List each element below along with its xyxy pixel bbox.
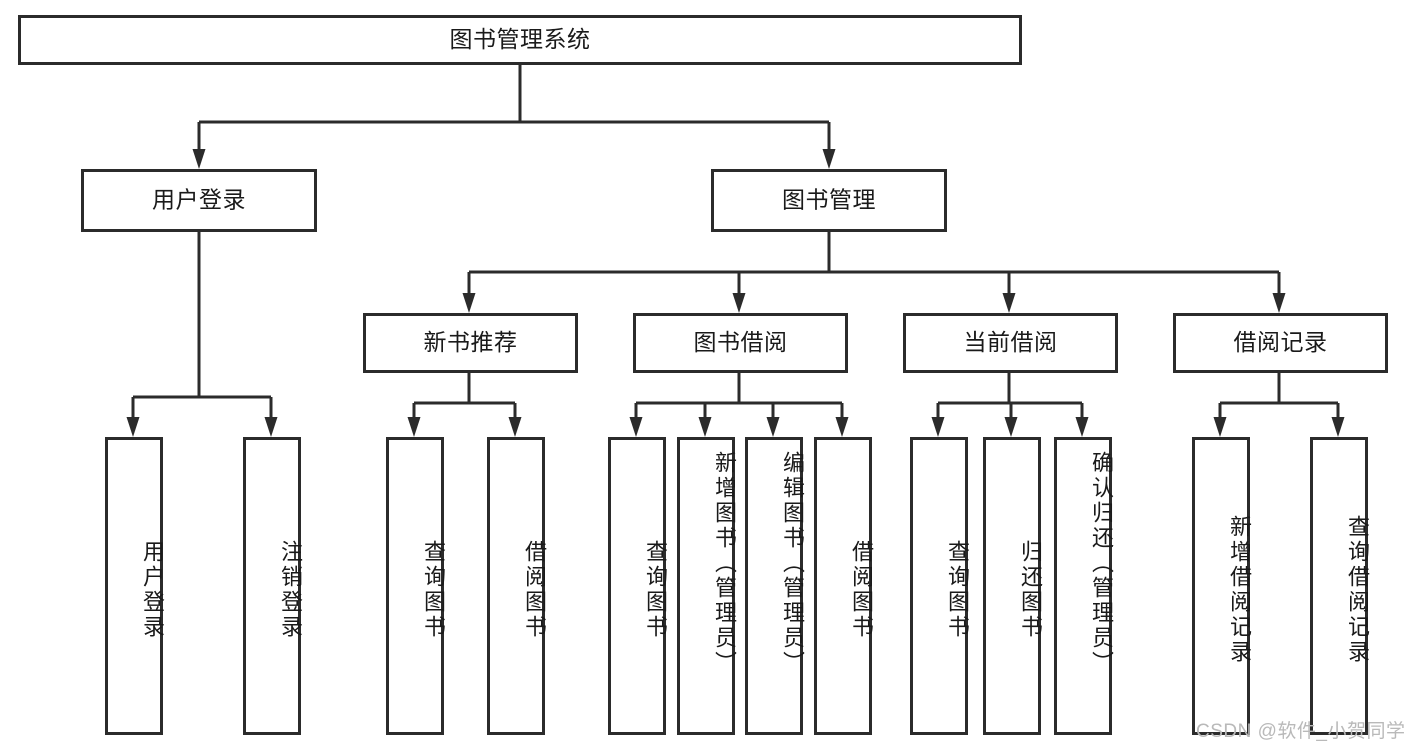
- node-box-book-borrow[interactable]: [633, 313, 848, 373]
- arrowhead-1: [732, 293, 746, 313]
- connector-edge-root-split: [192, 65, 836, 169]
- node-box-leaf-add-record[interactable]: [1192, 437, 1250, 735]
- arrowhead-1: [822, 149, 836, 169]
- node-box-leaf-query-record[interactable]: [1310, 437, 1368, 735]
- node-box-leaf-edit-book[interactable]: [745, 437, 803, 735]
- node-box-leaf-borrow-book-2[interactable]: [814, 437, 872, 735]
- connector-edge-ul-split: [126, 232, 278, 437]
- connector-edge-nbr-split: [407, 373, 522, 437]
- node-box-root[interactable]: [18, 15, 1022, 65]
- node-box-leaf-query-book-3[interactable]: [910, 437, 968, 735]
- node-box-leaf-add-book[interactable]: [677, 437, 735, 735]
- arrowhead-0: [931, 417, 945, 437]
- node-box-leaf-user-logout[interactable]: [243, 437, 301, 735]
- node-label-borrow-record: 借阅记录: [1234, 329, 1328, 355]
- node-box-leaf-confirm-return[interactable]: [1054, 437, 1112, 735]
- arrowhead-3: [835, 417, 849, 437]
- arrowhead-1: [698, 417, 712, 437]
- connector-edge-bm-split: [462, 232, 1286, 313]
- arrowhead-2: [766, 417, 780, 437]
- node-label-book-management: 图书管理: [782, 187, 876, 213]
- connectors-layer: [126, 65, 1345, 437]
- node-boxes-layer: [18, 15, 1388, 735]
- arrowhead-1: [1004, 417, 1018, 437]
- arrowhead-1: [508, 417, 522, 437]
- arrowhead-0: [462, 293, 476, 313]
- node-box-borrow-record[interactable]: [1173, 313, 1388, 373]
- arrowhead-3: [1272, 293, 1286, 313]
- node-label-user-login: 用户登录: [152, 187, 246, 213]
- arrowhead-2: [1002, 293, 1016, 313]
- node-box-leaf-return-book[interactable]: [983, 437, 1041, 735]
- node-label-book-borrow: 图书借阅: [694, 329, 788, 355]
- node-box-current-borrow[interactable]: [903, 313, 1118, 373]
- connector-edge-cb-split: [931, 373, 1089, 437]
- node-box-book-management[interactable]: [711, 169, 947, 232]
- node-box-user-login[interactable]: [81, 169, 317, 232]
- arrowhead-0: [629, 417, 643, 437]
- arrowhead-2: [1075, 417, 1089, 437]
- node-label-current-borrow: 当前借阅: [964, 329, 1058, 355]
- node-label-root: 图书管理系统: [450, 26, 591, 52]
- node-box-leaf-query-book-2[interactable]: [608, 437, 666, 735]
- arrowhead-1: [264, 417, 278, 437]
- connector-edge-bb-split: [629, 373, 849, 437]
- node-label-new-book-recommend: 新书推荐: [424, 329, 518, 355]
- arrowhead-0: [407, 417, 421, 437]
- arrowhead-1: [1331, 417, 1345, 437]
- node-box-new-book-recommend[interactable]: [363, 313, 578, 373]
- connector-edge-br-split: [1213, 373, 1345, 437]
- arrowhead-0: [126, 417, 140, 437]
- arrowhead-0: [192, 149, 206, 169]
- node-box-leaf-query-book-1[interactable]: [386, 437, 444, 735]
- node-box-leaf-borrow-book-1[interactable]: [487, 437, 545, 735]
- arrowhead-0: [1213, 417, 1227, 437]
- node-box-leaf-user-login[interactable]: [105, 437, 163, 735]
- csdn-watermark: CSDN @软件_小贺同学: [1196, 721, 1405, 742]
